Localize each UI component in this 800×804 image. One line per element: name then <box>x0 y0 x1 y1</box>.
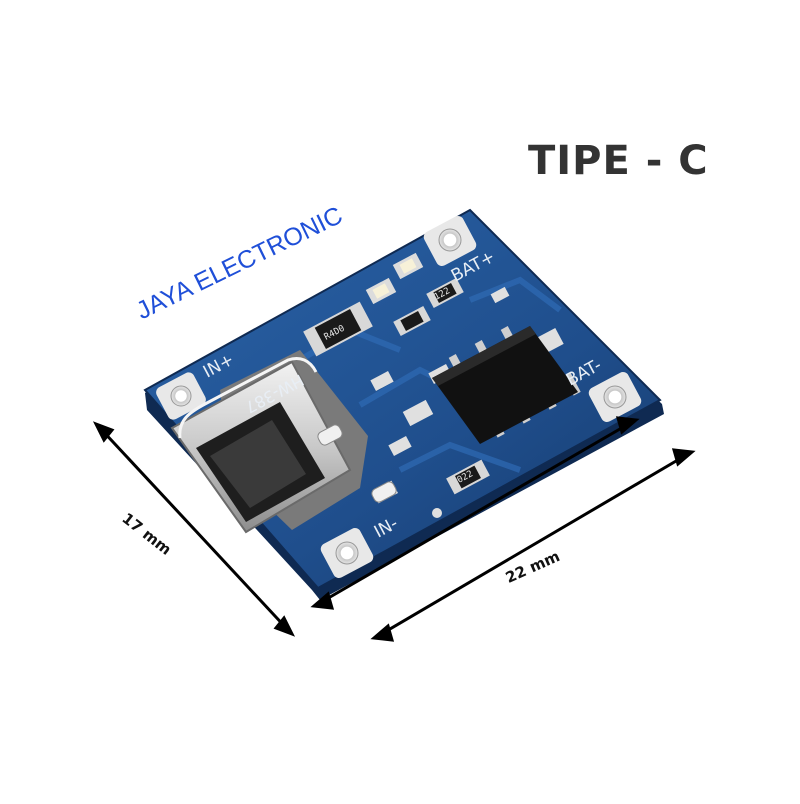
resistors-small <box>393 277 490 495</box>
dimension-arrow-board <box>310 416 640 610</box>
resistor-large <box>303 301 373 357</box>
mounting-hole-in-plus <box>156 372 206 420</box>
dimension-arrow-height <box>92 421 296 637</box>
mounting-hole-in-minus <box>320 528 374 578</box>
mounting-hole-bat-minus <box>588 372 642 422</box>
connector-type-title: TIPE - C <box>528 138 709 184</box>
led-indicators <box>365 252 424 305</box>
usb-c-connector <box>170 350 397 534</box>
mounting-holes <box>156 216 642 578</box>
charger-ic <box>432 326 581 444</box>
dimension-arrow-width <box>370 448 696 642</box>
mounting-hole-bat-plus <box>423 216 477 266</box>
